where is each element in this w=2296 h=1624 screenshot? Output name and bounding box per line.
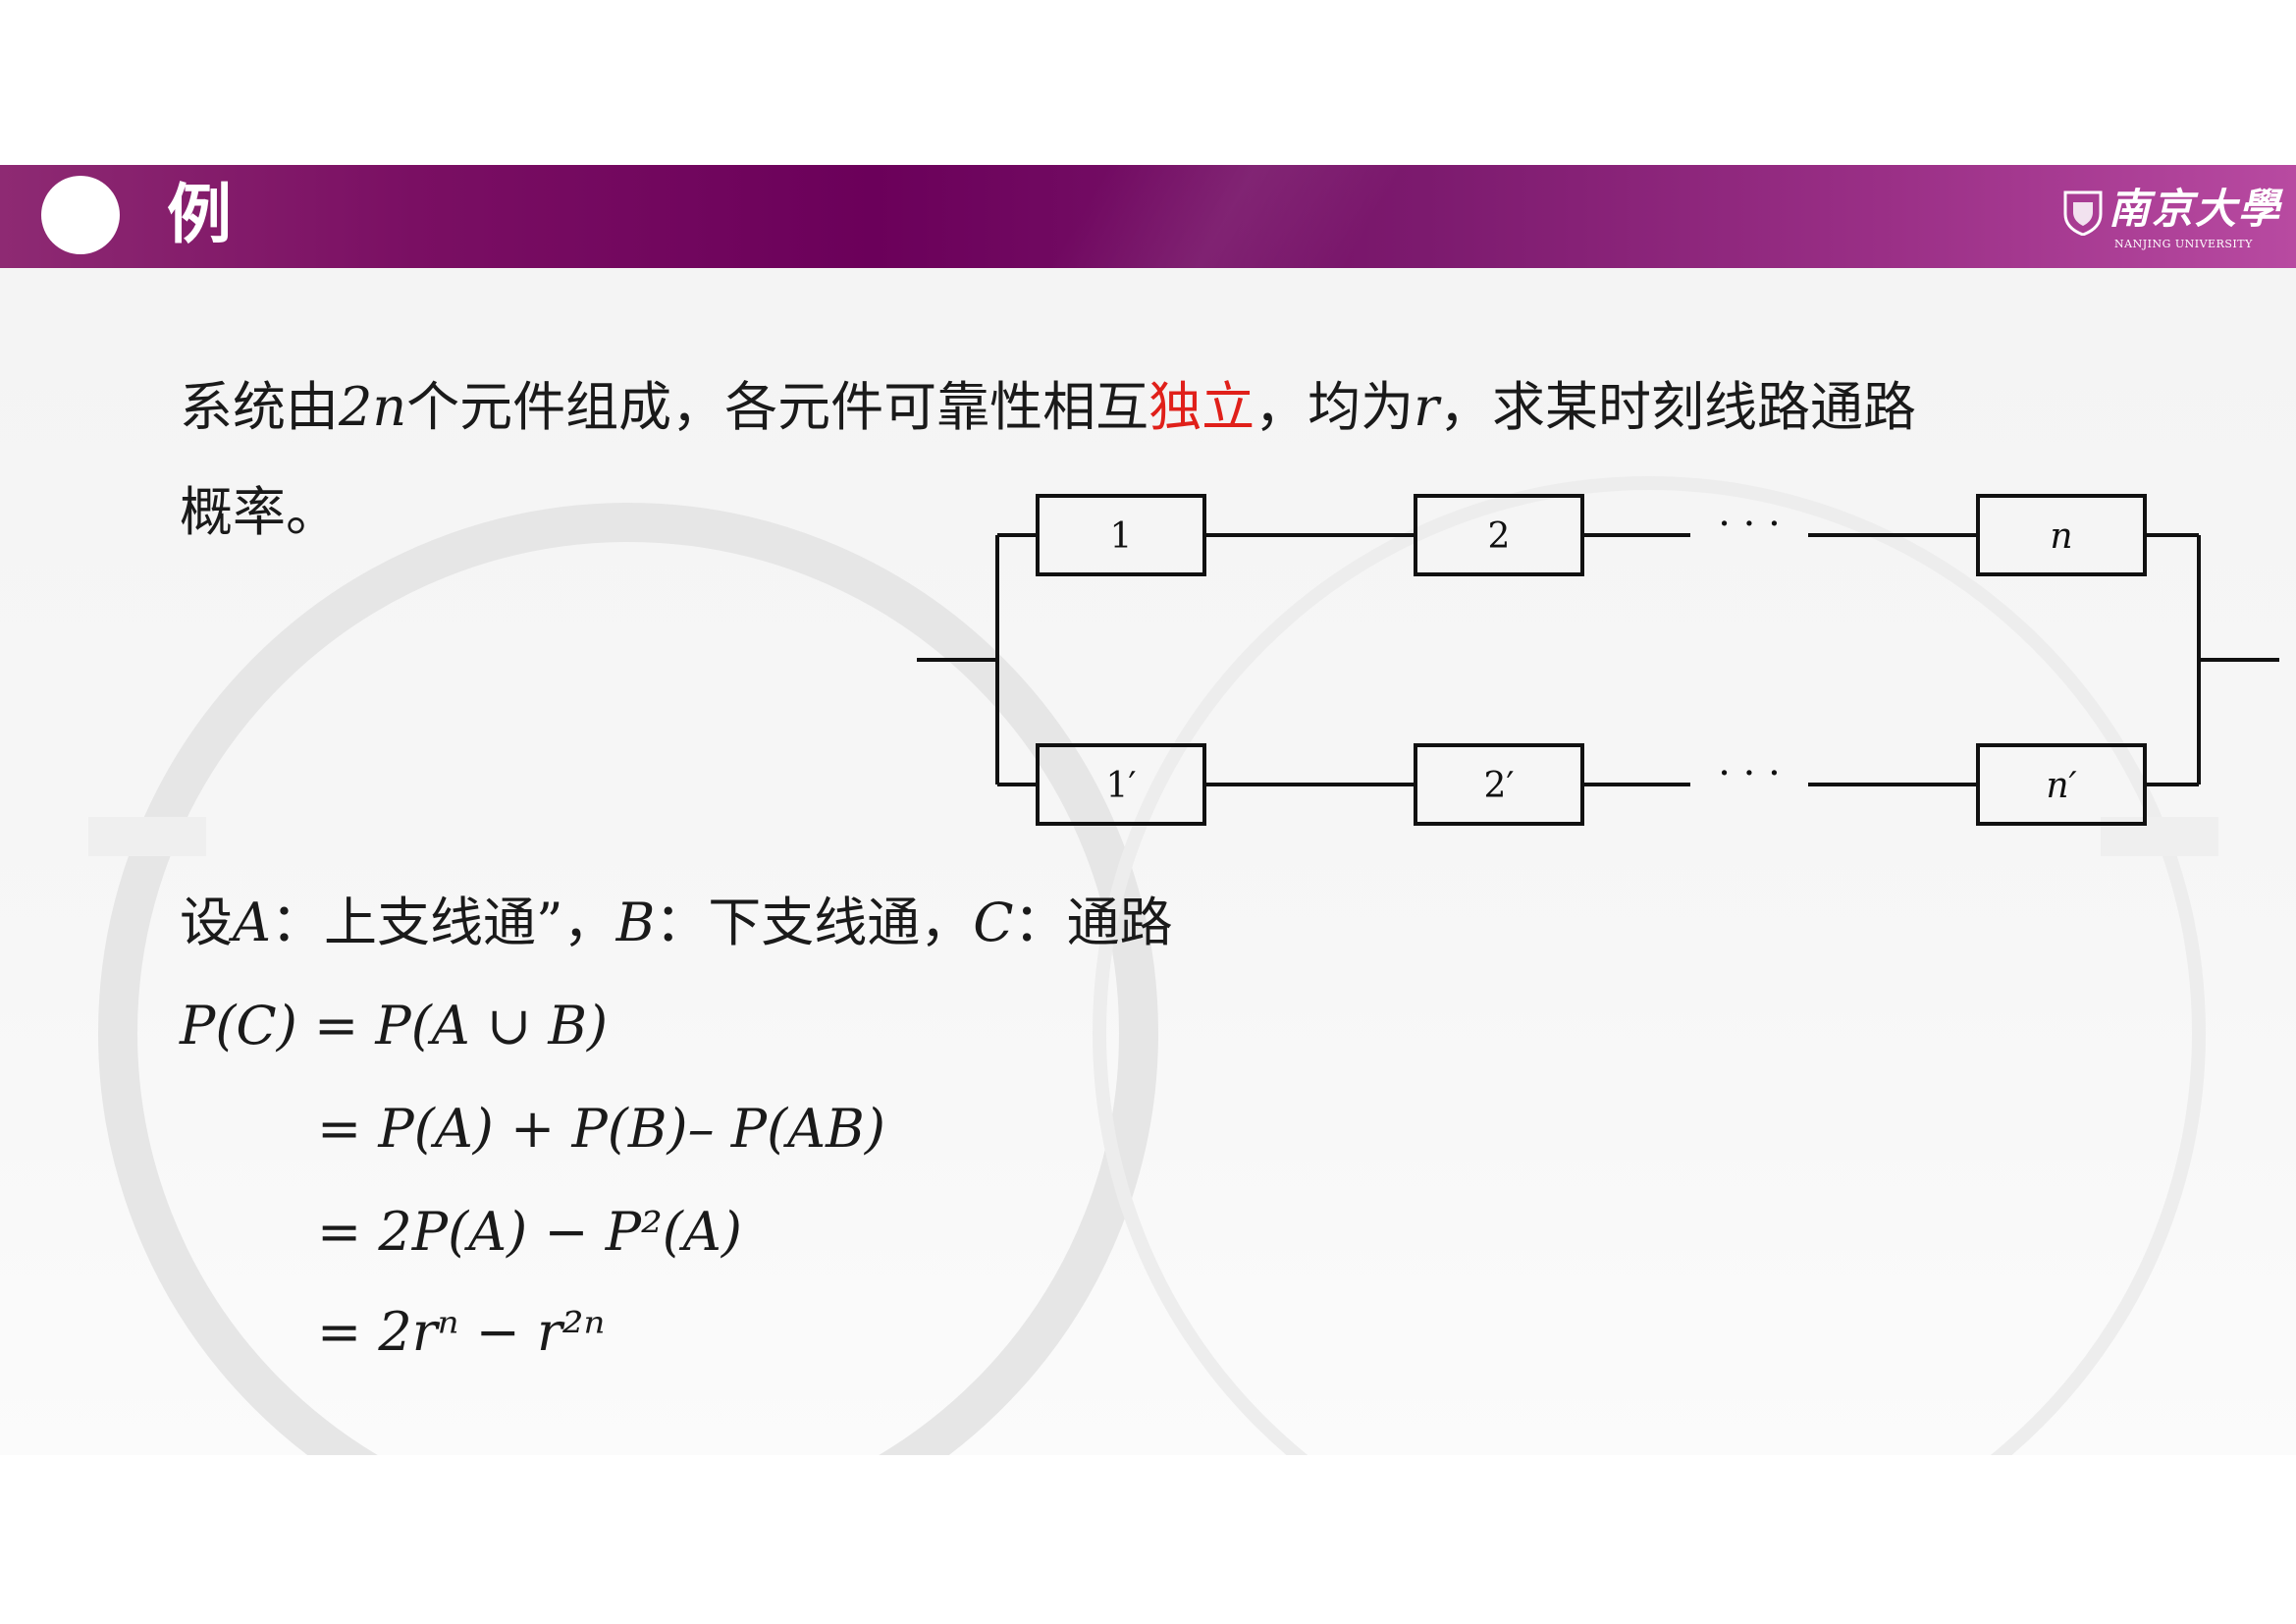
equation-line-3: = 2P(A) − P²(A) — [317, 1201, 742, 1263]
problem-variable-2n: 2n — [339, 376, 407, 438]
equation-line-2: = P(A) + P(B)– P(AB) — [317, 1098, 885, 1160]
component-box-n — [1976, 494, 2147, 576]
equation-line-1: P(C) = P(A ∪ B) — [180, 995, 609, 1056]
highlight-independent: 独立 — [1148, 376, 1255, 438]
ellipsis-bottom: · · · — [1718, 751, 1781, 796]
definition-a-text: ：上支线通”， — [271, 892, 616, 953]
problem-text-b: 个元件组成，各元件可靠性相互 — [406, 376, 1149, 438]
header-bullet — [41, 176, 120, 254]
component-box-1 — [1036, 494, 1206, 576]
component-label-n-prime: n′ — [2046, 766, 2076, 806]
shield-icon — [2063, 190, 2103, 236]
problem-variable-r: r — [1414, 376, 1439, 438]
problem-text-d: ，求某时刻线路通路 — [1438, 376, 1916, 438]
component-label-1: 1 — [1110, 516, 1133, 557]
problem-text-a: 系统由 — [180, 376, 339, 438]
component-label-2-prime: 2′ — [1483, 766, 1514, 806]
university-logo: 南京大學 NANJING UNIVERSITY — [2063, 185, 2279, 255]
definition-prefix: 设 — [180, 892, 233, 953]
logo-text: 南京大學 — [2109, 185, 2282, 233]
definition-line: 设A：上支线通”，B：下支线通，C：通路 — [180, 889, 1173, 957]
ellipsis-top: · · · — [1718, 502, 1781, 547]
problem-line-1: 系统由2n个元件组成，各元件可靠性相互独立，均为r，求某时刻线路通路 — [180, 373, 1916, 442]
component-label-n: n — [2050, 516, 2072, 557]
component-box-2-prime — [1414, 743, 1584, 826]
header-band — [0, 165, 2296, 268]
component-box-2 — [1414, 494, 1584, 576]
component-label-1-prime: 1′ — [1105, 766, 1136, 806]
circuit-diagram: 1 2 n 1′ 2′ n′ · · · · · · — [913, 486, 2287, 839]
background-watermark — [0, 267, 2296, 1455]
definition-b-text: ：下支线通， — [655, 892, 974, 953]
event-b: B — [615, 892, 656, 953]
component-box-1-prime — [1036, 743, 1206, 826]
event-c: C — [973, 892, 1014, 953]
problem-line-2: 概率。 — [180, 481, 339, 543]
definition-c-text: ：通路 — [1013, 892, 1173, 953]
component-label-2: 2 — [1488, 516, 1511, 557]
event-a: A — [233, 892, 271, 953]
logo-subtitle: NANJING UNIVERSITY — [2114, 238, 2253, 250]
slide-title: 例 — [167, 177, 232, 252]
problem-text-c: ，均为 — [1255, 376, 1415, 438]
component-box-n-prime — [1976, 743, 2147, 826]
equation-line-4: = 2rⁿ − r²ⁿ — [317, 1301, 606, 1363]
